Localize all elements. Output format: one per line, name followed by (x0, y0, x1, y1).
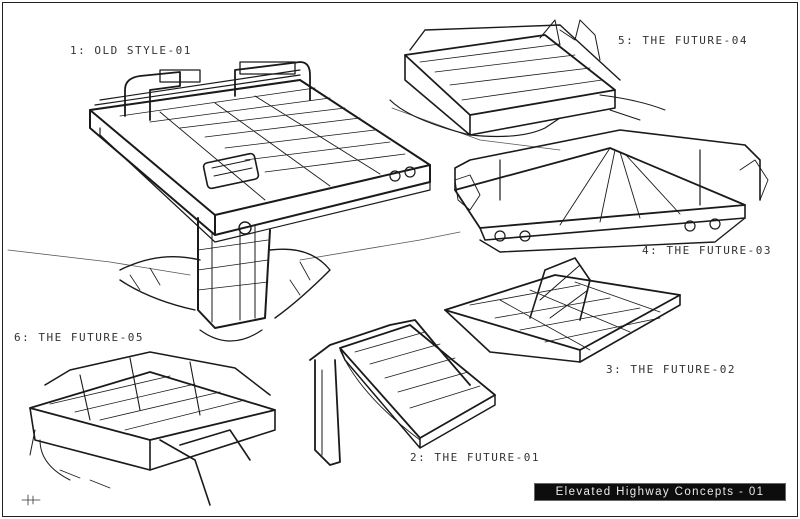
concept-label-6: 6: THE FUTURE-05 (14, 331, 144, 344)
concept-1-sketch (89, 61, 431, 342)
concept-label-4: 4: THE FUTURE-03 (642, 244, 772, 257)
sheet-title-banner: Elevated Highway Concepts - 01 (534, 483, 786, 501)
concept-label-1: 1: OLD STYLE-01 (70, 44, 192, 57)
concept-label-5: 5: THE FUTURE-04 (618, 34, 748, 47)
concept-label-3: 3: THE FUTURE-02 (606, 363, 736, 376)
concept-5-sketch (389, 19, 666, 138)
concept-4-sketch (454, 129, 769, 253)
artist-mark (21, 494, 41, 506)
concept-6-sketch (29, 351, 276, 506)
concept-label-2: 2: THE FUTURE-01 (410, 451, 540, 464)
concept-3-sketch (444, 257, 681, 363)
concept-2-sketch (309, 319, 496, 466)
